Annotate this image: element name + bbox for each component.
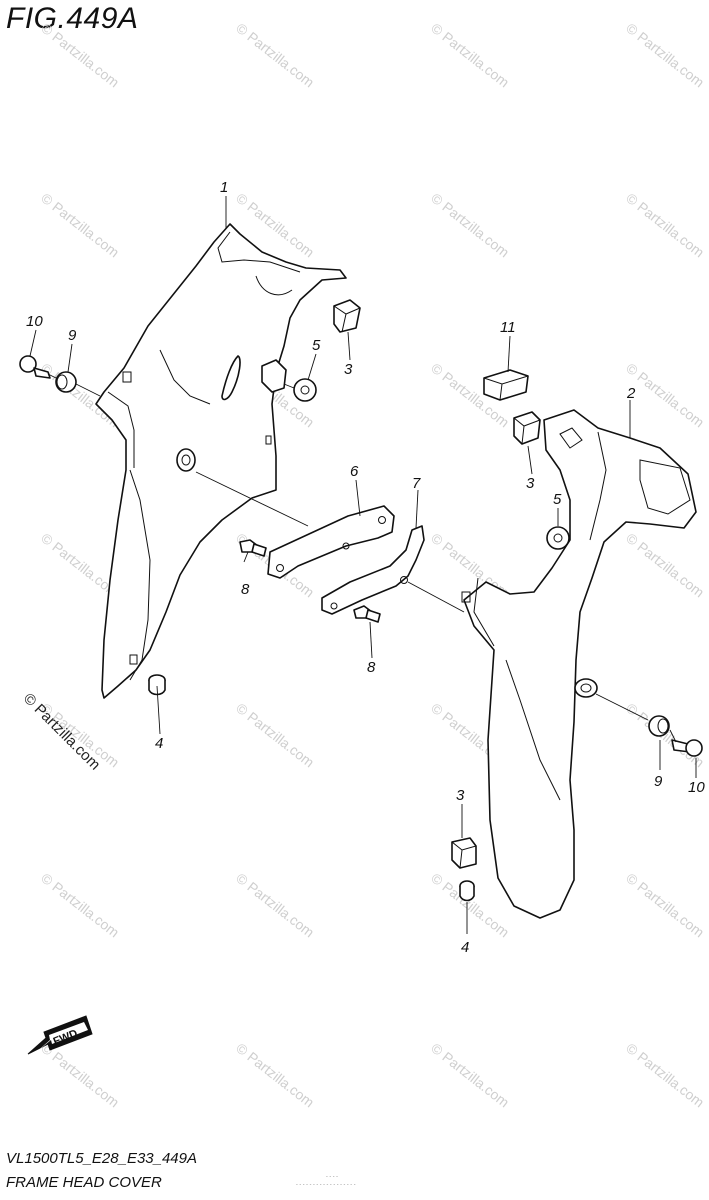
fine-print-2: - - - - - - - - - - - - - - - - - - [296, 1182, 356, 1188]
callout-3-right[interactable]: 3 [526, 475, 535, 492]
callout-11[interactable]: 11 [500, 319, 516, 336]
callout-2[interactable]: 2 [626, 385, 636, 402]
callout-7[interactable]: 7 [412, 475, 421, 492]
watermark-text: © Partzilla.com [233, 20, 317, 91]
watermark-text: © Partzilla.com [233, 1040, 317, 1111]
part-10-bolt-left [19, 355, 51, 379]
watermark-text: © Partzilla.com [428, 190, 512, 261]
model-code: VL1500TL5_E28_E33_449A [6, 1150, 198, 1167]
callout-8-right[interactable]: 8 [367, 659, 376, 676]
watermark-text: © Partzilla.com [38, 20, 122, 91]
callout-5-right[interactable]: 5 [553, 491, 562, 508]
callout-5-upper[interactable]: 5 [312, 337, 321, 354]
watermark-text: © Partzilla.com [233, 700, 317, 771]
callout-9-right[interactable]: 9 [654, 773, 663, 790]
watermark-text: © Partzilla.com [428, 20, 512, 91]
part-9-spacer-left [55, 371, 77, 393]
part-4-grommet-right [459, 880, 475, 902]
watermark-text: © Partzilla.com [623, 20, 707, 91]
part-11-cushion [483, 369, 529, 401]
callout-4-right[interactable]: 4 [461, 939, 469, 956]
watermark-text: © Partzilla.com [428, 1040, 512, 1111]
part-7-bracket [321, 525, 425, 615]
callout-3-upper[interactable]: 3 [344, 361, 353, 378]
part-2-right-cover [461, 409, 697, 919]
watermark-text: © Partzilla.com [623, 870, 707, 941]
watermark-text: © Partzilla.com [38, 190, 122, 261]
watermark-text: © Partzilla.com [38, 1040, 122, 1111]
watermark-text: © Partzilla.com [623, 360, 707, 431]
part-6-bracket [267, 505, 395, 579]
part-3-cushion-upper [333, 299, 361, 333]
part-8-bolt-right [353, 605, 381, 623]
figure-name: FRAME HEAD COVER [6, 1174, 162, 1191]
part-5-grommet-upper [293, 378, 317, 402]
callout-6[interactable]: 6 [350, 463, 359, 480]
watermark-text: © Partzilla.com [623, 700, 707, 771]
watermark-text: © Partzilla.com [233, 870, 317, 941]
callout-10-left[interactable]: 10 [26, 313, 43, 330]
callout-4-left[interactable]: 4 [155, 735, 163, 752]
callout-1[interactable]: 1 [220, 179, 228, 196]
watermark-text: © Partzilla.com [623, 530, 707, 601]
callout-labels: 1 2 3 3 3 4 4 5 5 6 7 8 8 9 9 10 10 11 [26, 179, 705, 956]
part-3-cushion-lower [451, 837, 477, 869]
watermark-text: © Partzilla.com [38, 870, 122, 941]
callout-10-right[interactable]: 10 [688, 779, 705, 796]
part-9-spacer-right [648, 715, 670, 737]
fine-print-1: - - - - [326, 1174, 338, 1180]
part-10-bolt-right [671, 739, 703, 757]
part-5-grommet-right [546, 526, 570, 550]
leader-lines [29, 196, 697, 934]
callout-3-lower[interactable]: 3 [456, 787, 465, 804]
watermark-text: © Partzilla.com [623, 190, 707, 261]
watermark-text: © Partzilla.com [623, 1040, 707, 1111]
callout-9-left[interactable]: 9 [68, 327, 77, 344]
part-8-bolt-left [239, 539, 267, 557]
figure-title: FIG.449A [6, 2, 139, 35]
callout-8-left[interactable]: 8 [241, 581, 250, 598]
part-3-cushion-right [513, 411, 541, 445]
part-1-left-cover [95, 223, 347, 699]
